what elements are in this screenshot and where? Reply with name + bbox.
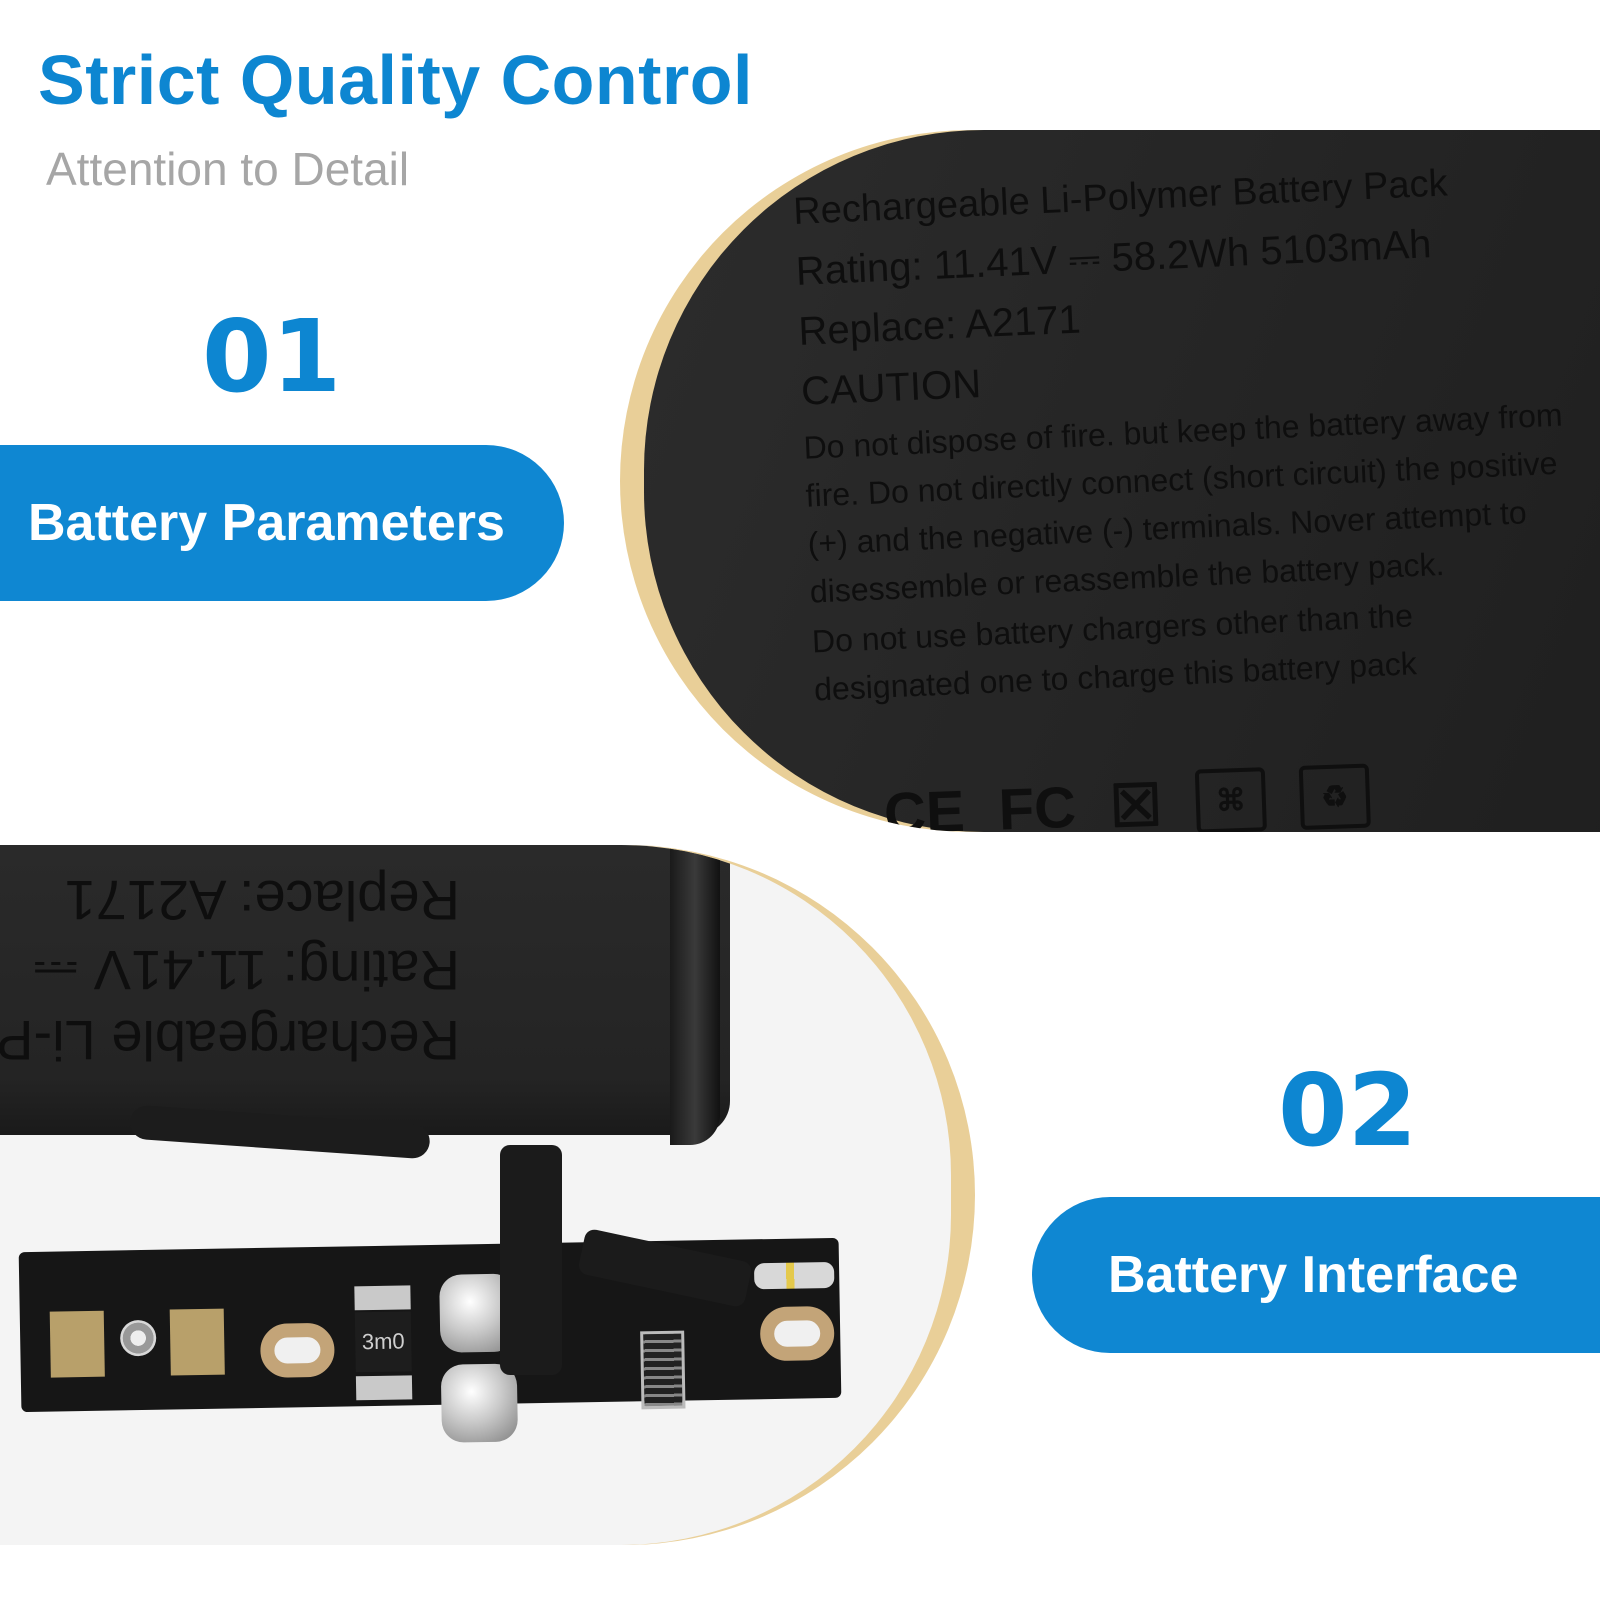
battery-label-photo: Rechargeable Li-Polymer Battery Pack Rat… [620, 130, 1600, 832]
board-connector [640, 1330, 686, 1410]
mounting-hole [759, 1305, 835, 1362]
section-number-1: 01 [202, 298, 342, 415]
page-subtitle: Attention to Detail [46, 143, 410, 195]
section-label-battery-interface: Battery Interface [1032, 1197, 1600, 1353]
cert-box-icon: ⌘ [1194, 767, 1267, 832]
battery-interface-photo: Rechargeable Li-Po Rating: 11.41V ⎓ Repl… [0, 845, 975, 1545]
smd-component: 3m0 [354, 1311, 412, 1373]
cell-line-replace: Replace: A2171 [64, 869, 460, 932]
battery-label-surface: Rechargeable Li-Polymer Battery Pack Rat… [644, 130, 1600, 832]
ce-mark: CE [882, 778, 966, 832]
label-caution-text-1: Do not dispose of fire. but keep the bat… [802, 396, 1564, 610]
solder-joint [440, 1363, 519, 1443]
battery-interface-background: Rechargeable Li-Po Rating: 11.41V ⎓ Repl… [0, 845, 951, 1545]
battery-cell: Rechargeable Li-Po Rating: 11.41V ⎓ Repl… [0, 845, 730, 1135]
cell-line-rating: Rating: 11.41V ⎓ [33, 939, 460, 1002]
battery-cell-edge [670, 845, 720, 1145]
flex-cable [500, 1145, 562, 1375]
cell-line-product: Rechargeable Li-Po [0, 1009, 460, 1072]
screw-icon [119, 1319, 157, 1357]
mounting-hole [259, 1322, 335, 1378]
fcc-mark: FC [997, 774, 1078, 832]
section-label-battery-parameters: Battery Parameters [0, 445, 564, 601]
battery-cell-text: Rechargeable Li-Po Rating: 11.41V ⎓ Repl… [0, 865, 460, 1075]
certification-marks: CE FC ☒ ⌘ ♻ [882, 763, 1371, 832]
section-number-2: 02 [1278, 1052, 1418, 1169]
recycle-icon: ♻ [1298, 763, 1371, 830]
smd-terminal [354, 1285, 411, 1311]
gold-pad [169, 1308, 225, 1376]
gold-pad [49, 1310, 105, 1378]
weee-bin-icon: ☒ [1108, 772, 1164, 832]
battery-label-text: Rechargeable Li-Polymer Battery Pack Rat… [792, 149, 1574, 714]
smd-terminal [355, 1375, 413, 1401]
contact-pads [753, 1261, 835, 1290]
page-title: Strict Quality Control [38, 41, 753, 119]
